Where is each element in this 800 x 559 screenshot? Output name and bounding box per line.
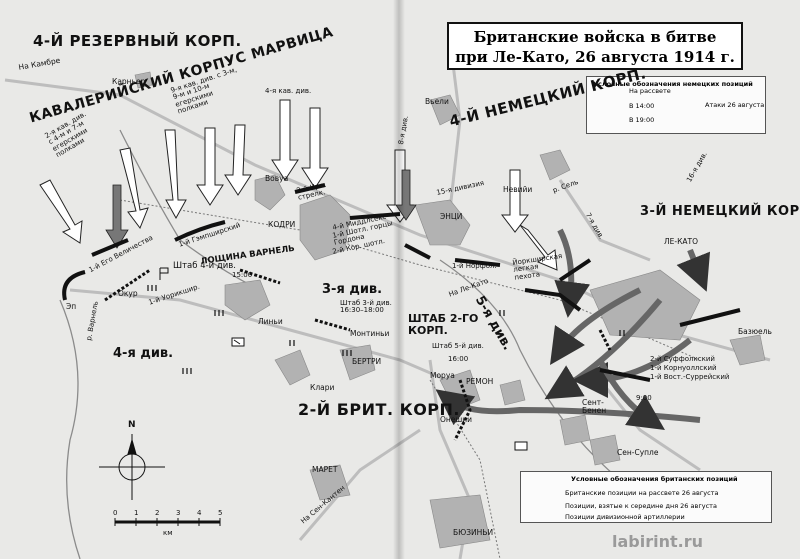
scale-tick-1: 1 — [134, 509, 139, 517]
label-2nd-british-corps: 2-Й БРИТ. КОРП. — [298, 400, 460, 419]
railways — [119, 199, 701, 559]
label-hq-4th-div: Штаб 4-й див. — [173, 261, 237, 271]
scale-tick-4: 4 — [197, 509, 202, 517]
place-maretz: МАРЕТ — [312, 465, 338, 474]
place-busigny: БЮЗИНЬИ — [453, 528, 494, 537]
label-4th-reserve-corps: 4-Й РЕЗЕРВНЫЙ КОРП. — [33, 32, 242, 50]
label-east-surrey: 1-й Вост.-Суррейский — [650, 373, 730, 381]
time-1500: 15:00 — [232, 271, 253, 279]
watermark-logo: labirint.ru — [612, 532, 703, 551]
place-honnechy: Онешии — [440, 415, 473, 424]
map-title-line1: Британские войска в битве — [473, 28, 717, 46]
place-haucourt: Окур — [118, 289, 138, 298]
scale-bar — [114, 518, 221, 526]
compass-rose — [99, 434, 165, 500]
label-3rd-german-corps: 3-Й НЕМЕЦКИЙ КОРП. — [640, 204, 800, 219]
place-inchy: ЭНЦИ — [440, 212, 463, 221]
german-attack-arrows-dawn — [39, 99, 558, 271]
legend-british-item-artillery: Позиции дивизионной артиллерии — [565, 513, 685, 521]
town-areas — [134, 71, 766, 549]
page-gutter — [393, 0, 405, 559]
place-neuvilly: Невийи — [503, 185, 533, 194]
map-title-line2: при Ле-Като, 26 августа 1914 г. — [455, 48, 735, 66]
label-hq-3rd-div: Штаб 3-й див. 16:30–18:00 — [340, 299, 392, 315]
german-attack-arrows-1400 — [105, 169, 417, 249]
time-1600: 16:00 — [448, 355, 469, 363]
scale-tick-0: 0 — [113, 509, 118, 517]
legend-german-item-1400: В 14:00 — [629, 102, 655, 110]
label-cornwall: 1-й Корнуоллский — [650, 364, 717, 372]
label-suffolk: 2-й Суффолкский — [650, 355, 715, 363]
scale-unit: км — [163, 529, 173, 537]
scale-tick-5: 5 — [218, 509, 223, 517]
rivers — [59, 129, 621, 559]
legend-german: Условные обозначения немецких позиций На… — [586, 76, 766, 134]
legend-british-heading: Условные обозначения британских позиций — [571, 475, 738, 483]
map-title-box: Британские войска в битве при Ле-Като, 2… — [447, 22, 743, 70]
label-3rd-division: 3-я див. — [322, 282, 383, 297]
legend-british-item-midday: Позиции, взятые к середине дня 26 август… — [565, 502, 717, 510]
hq-flags — [159, 267, 528, 451]
place-maurois: Моруа — [430, 371, 455, 380]
compass-north-label: N — [128, 420, 136, 430]
place-le-cateau: ЛЕ-КАТО — [664, 237, 699, 246]
legend-british-item-dawn: Британские позиции на рассвете 26 август… — [565, 489, 719, 497]
british-positions-midday — [104, 268, 612, 441]
place-caudry: КОДРИ — [268, 220, 296, 229]
label-4th-division: 4-я див. — [113, 346, 174, 361]
legend-german-item-1900: В 19:00 — [629, 116, 655, 124]
place-bazuel: Базюель — [738, 327, 772, 336]
label-hq-5th-div: Штаб 5-й див. — [432, 342, 484, 350]
place-reumont: РЕМОН — [466, 377, 494, 386]
place-viesly: Вьели — [425, 97, 449, 106]
place-ligny: Линьи — [258, 317, 283, 326]
place-st-souplet: Сен-Супле — [617, 448, 659, 457]
place-st-benin: Сент-Бенен — [582, 398, 607, 415]
label-4th-cav-div: 4-я кав. див. — [265, 87, 312, 95]
scale-tick-2: 2 — [155, 509, 160, 517]
legend-german-heading: Условные обозначения немецких позиций — [593, 80, 753, 88]
legend-german-attacks: Атаки 26 августа — [705, 101, 765, 109]
place-carnieres: Карньер — [112, 77, 146, 86]
label-norfolk: 1-й Норфол. — [452, 262, 497, 270]
place-clary: Клари — [310, 383, 335, 392]
label-hq-2nd-corps: ШТАБ 2-ГО КОРП. — [408, 312, 479, 337]
legend-german-item-dawn: На рассвете — [629, 87, 671, 95]
time-0900: 9:00 — [636, 394, 652, 402]
british-positions-dawn — [62, 183, 741, 382]
place-esnes: Эп — [66, 302, 77, 311]
place-boussieres: Вовуа — [265, 174, 289, 183]
artillery-markers — [147, 285, 625, 374]
place-bertry: БЕРТРИ — [352, 357, 382, 366]
german-attack-arrows-1900 — [435, 228, 711, 430]
legend-british: Условные обозначения британских позиций … — [520, 471, 772, 523]
place-montigny: Монтиньи — [350, 329, 390, 338]
scale-tick-3: 3 — [176, 509, 181, 517]
